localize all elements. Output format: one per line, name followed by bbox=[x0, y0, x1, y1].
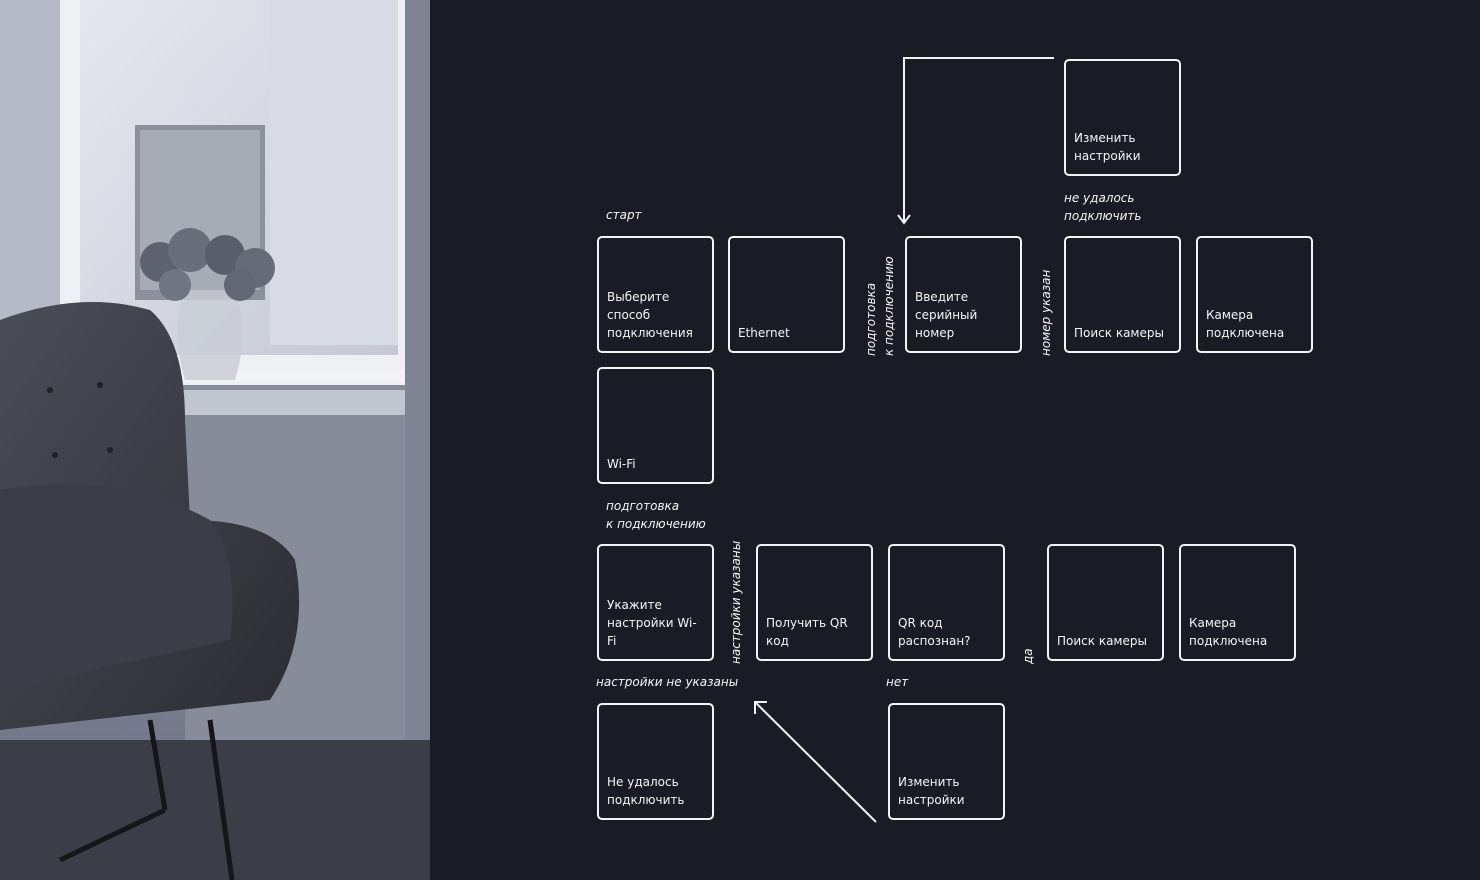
label-settings-not-given: настройки не указаны bbox=[596, 675, 739, 689]
node-label: Камера подключена bbox=[1189, 616, 1268, 648]
interior-photo bbox=[0, 0, 430, 880]
label-prep-horizontal: подготовка к подключению bbox=[606, 499, 706, 531]
loop-back-arrow bbox=[903, 57, 1054, 222]
node-wifi-settings: Укажите настройки Wi-Fi bbox=[597, 544, 714, 661]
node-change-settings-top: Изменить настройки bbox=[1064, 59, 1181, 176]
node-camera-connected-2: Камера подключена bbox=[1179, 544, 1296, 661]
node-camera-connected-1: Камера подключена bbox=[1196, 236, 1313, 353]
loop-back-arrowhead bbox=[897, 214, 911, 225]
node-connect-failed: Не удалось подключить bbox=[597, 703, 714, 820]
node-label: Введите серийный номер bbox=[915, 290, 978, 340]
label-no: нет bbox=[886, 675, 909, 689]
node-choose-method: Выберите способ подключения bbox=[597, 236, 714, 353]
node-change-settings-bottom: Изменить настройки bbox=[888, 703, 1005, 820]
label-settings-given: настройки указаны bbox=[729, 540, 743, 664]
label-yes: да bbox=[1021, 648, 1035, 664]
node-label: Поиск камеры bbox=[1074, 326, 1164, 340]
node-label: QR код распознан? bbox=[898, 616, 971, 648]
node-label: Wi-Fi bbox=[607, 457, 636, 471]
node-label: Изменить настройки bbox=[898, 775, 965, 807]
node-ethernet: Ethernet bbox=[728, 236, 845, 353]
connection-flowchart: Изменить настройки не удалось подключить… bbox=[430, 0, 1480, 880]
label-start: старт bbox=[606, 208, 642, 222]
node-qr-recognized: QR код распознан? bbox=[888, 544, 1005, 661]
node-label: Поиск камеры bbox=[1057, 634, 1147, 648]
node-label: Камера подключена bbox=[1206, 308, 1285, 340]
node-wifi: Wi-Fi bbox=[597, 367, 714, 484]
label-connect-failed: не удалось подключить bbox=[1064, 191, 1142, 223]
label-prep-vertical: подготовка к подключению bbox=[864, 256, 896, 356]
node-label: Получить QR код bbox=[766, 616, 848, 648]
node-label: Ethernet bbox=[738, 326, 790, 340]
node-label: Не удалось подключить bbox=[607, 775, 685, 807]
node-camera-search-2: Поиск камеры bbox=[1047, 544, 1164, 661]
node-label: Выберите способ подключения bbox=[607, 290, 693, 340]
armchair-window-illustration bbox=[0, 0, 430, 880]
node-camera-search-1: Поиск камеры bbox=[1064, 236, 1181, 353]
node-label: Изменить настройки bbox=[1074, 131, 1141, 163]
retry-arrow bbox=[754, 701, 877, 823]
label-number-given: номер указан bbox=[1039, 269, 1053, 356]
node-enter-serial: Введите серийный номер bbox=[905, 236, 1022, 353]
node-get-qr: Получить QR код bbox=[756, 544, 873, 661]
retry-arrowhead bbox=[754, 701, 767, 714]
node-label: Укажите настройки Wi-Fi bbox=[607, 598, 697, 648]
